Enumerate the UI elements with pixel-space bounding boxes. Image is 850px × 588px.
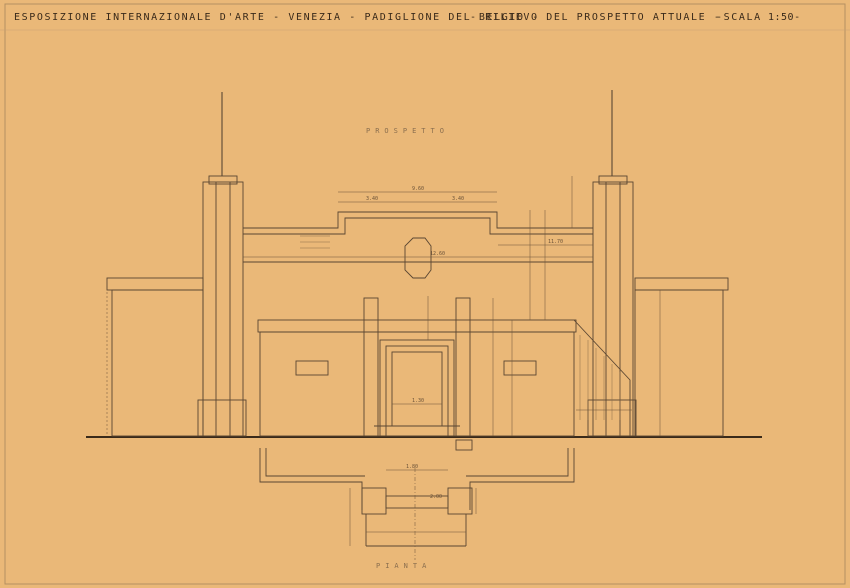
plan-linework <box>259 439 575 547</box>
drawing-subtitle: - RILIEVO DEL PROSPETTO ATTUALE - <box>470 12 722 23</box>
dim-plan-width: 1.80 <box>406 464 419 470</box>
left-panel <box>295 360 329 376</box>
hatching <box>300 235 621 420</box>
left-pilaster <box>363 297 379 437</box>
dim-top-right: 3.40 <box>452 196 465 202</box>
scale-label: -SCALA <box>716 12 762 23</box>
left-wing-cornice <box>106 277 204 291</box>
right-tower <box>592 181 634 437</box>
left-tower-base <box>197 399 247 437</box>
right-buttress <box>573 319 631 436</box>
left-tower-cap <box>208 175 238 185</box>
dimension-lines <box>106 176 661 436</box>
dim-plan-span: 2.00 <box>430 494 443 500</box>
sheet-border <box>4 3 846 585</box>
plan-left-wall <box>259 448 363 510</box>
dim-side-width: 11.70 <box>548 239 564 245</box>
plan-right-wall <box>469 448 575 510</box>
plan-step-marker <box>455 439 473 451</box>
dim-top-left: 3.40 <box>366 196 379 202</box>
right-wing-cornice <box>634 277 729 291</box>
drawing-title: ESPOSIZIONE INTERNAZIONALE D'ARTE - VENE… <box>14 12 540 23</box>
right-tower-cap <box>598 175 628 185</box>
plan-caption: PIANTA <box>376 562 432 570</box>
dim-top-span: 9.60 <box>412 186 425 192</box>
plan-doorway <box>385 495 449 509</box>
attic-parapet <box>243 211 593 229</box>
elevation-linework <box>106 90 729 437</box>
main-body <box>259 331 575 437</box>
dim-facade-width: 12.60 <box>430 251 446 257</box>
attic-medallion <box>404 237 432 279</box>
plan-left-pier <box>361 487 387 515</box>
door-opening <box>391 351 443 427</box>
main-cornice <box>257 319 577 333</box>
dim-door-width: 1.30 <box>412 398 425 404</box>
elevation-caption: PROSPETTO <box>366 127 449 135</box>
scale-value: 1:50- <box>768 12 801 23</box>
plan-right-pier <box>447 487 473 515</box>
right-panel <box>503 360 537 376</box>
plan-dimension-lines <box>349 468 477 560</box>
right-wing <box>634 289 724 437</box>
right-pilaster <box>455 297 471 437</box>
left-tower <box>202 181 244 437</box>
left-wing <box>111 289 204 437</box>
door-frame <box>379 339 455 437</box>
